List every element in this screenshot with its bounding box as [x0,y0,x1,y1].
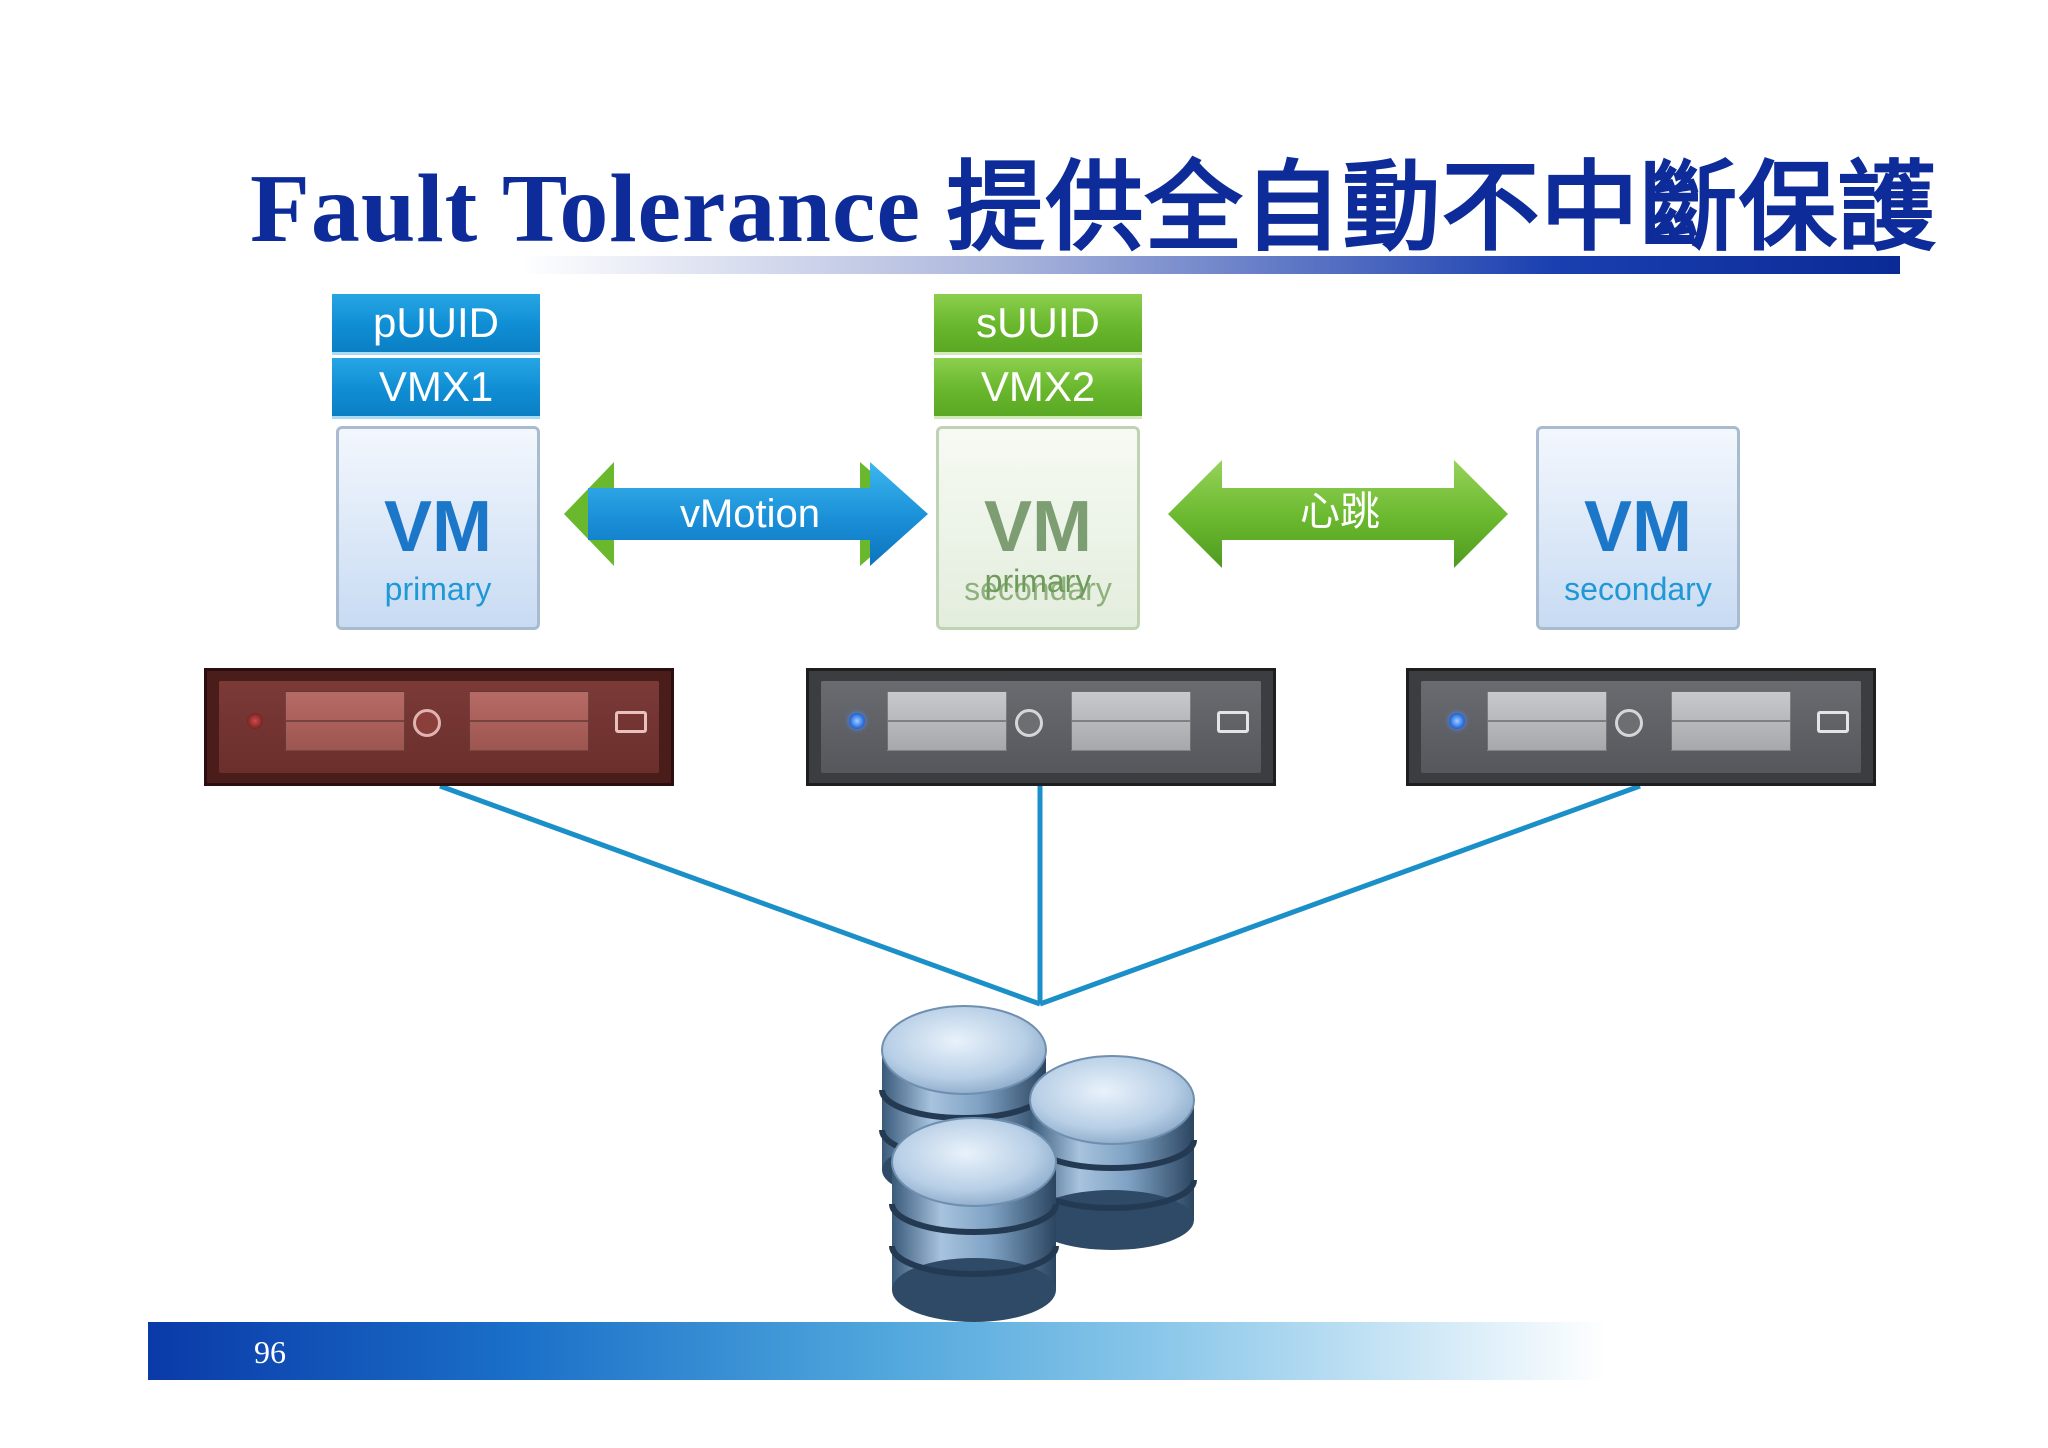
vm-label: VM [384,487,492,567]
power-button-icon [413,709,441,737]
footer-bar [148,1322,1608,1380]
drive-bay [1071,691,1191,751]
tag-vmx1: VMX1 [332,358,540,419]
server-icon [806,668,1276,786]
title-underline [520,256,1900,274]
vm-primary-card: VM primary [336,426,540,630]
tag-vmx2: VMX2 [934,358,1142,419]
drive-bay [1487,691,1607,751]
power-button-icon [1015,709,1043,737]
port-icon [615,711,647,733]
failed-server-icon [204,668,674,786]
port-icon [1817,711,1849,733]
status-led [1449,713,1465,729]
connector-left [439,783,1041,1007]
port-icon [1217,711,1249,733]
slide-title: Fault Tolerance 提供全自動不中斷保護 [250,155,1937,263]
power-button-icon [1615,709,1643,737]
page-number: 96 [254,1334,286,1370]
vm-label: VM [1584,487,1692,567]
vm-role-secondary: secondary [964,571,1112,607]
status-led [247,713,263,729]
tag-suuid: sUUID [934,294,1142,355]
status-led [849,713,865,729]
vmotion-label: vMotion [679,492,821,536]
tag-puuid: pUUID [332,294,540,355]
vm-migrating-card: VM secondary primary [936,426,1140,630]
vm-role-primary: primary [384,571,492,607]
vm-role-secondary: secondary [1564,571,1712,607]
vmotion-arrow [588,462,928,566]
disk-stack-front [889,1117,1059,1322]
drive-bay [285,691,405,751]
heartbeat-label: 心跳 [1300,490,1380,534]
connector-right [1039,783,1641,1007]
vm-secondary-card: VM secondary [1536,426,1740,630]
drive-bay [469,691,589,751]
server-icon [1406,668,1876,786]
drive-bay [887,691,1007,751]
drive-bay [1671,691,1791,751]
vm-role-primary-overlay: primary [984,563,1092,599]
vm-label: VM [984,487,1092,567]
heartbeat-arrow [1168,460,1508,568]
